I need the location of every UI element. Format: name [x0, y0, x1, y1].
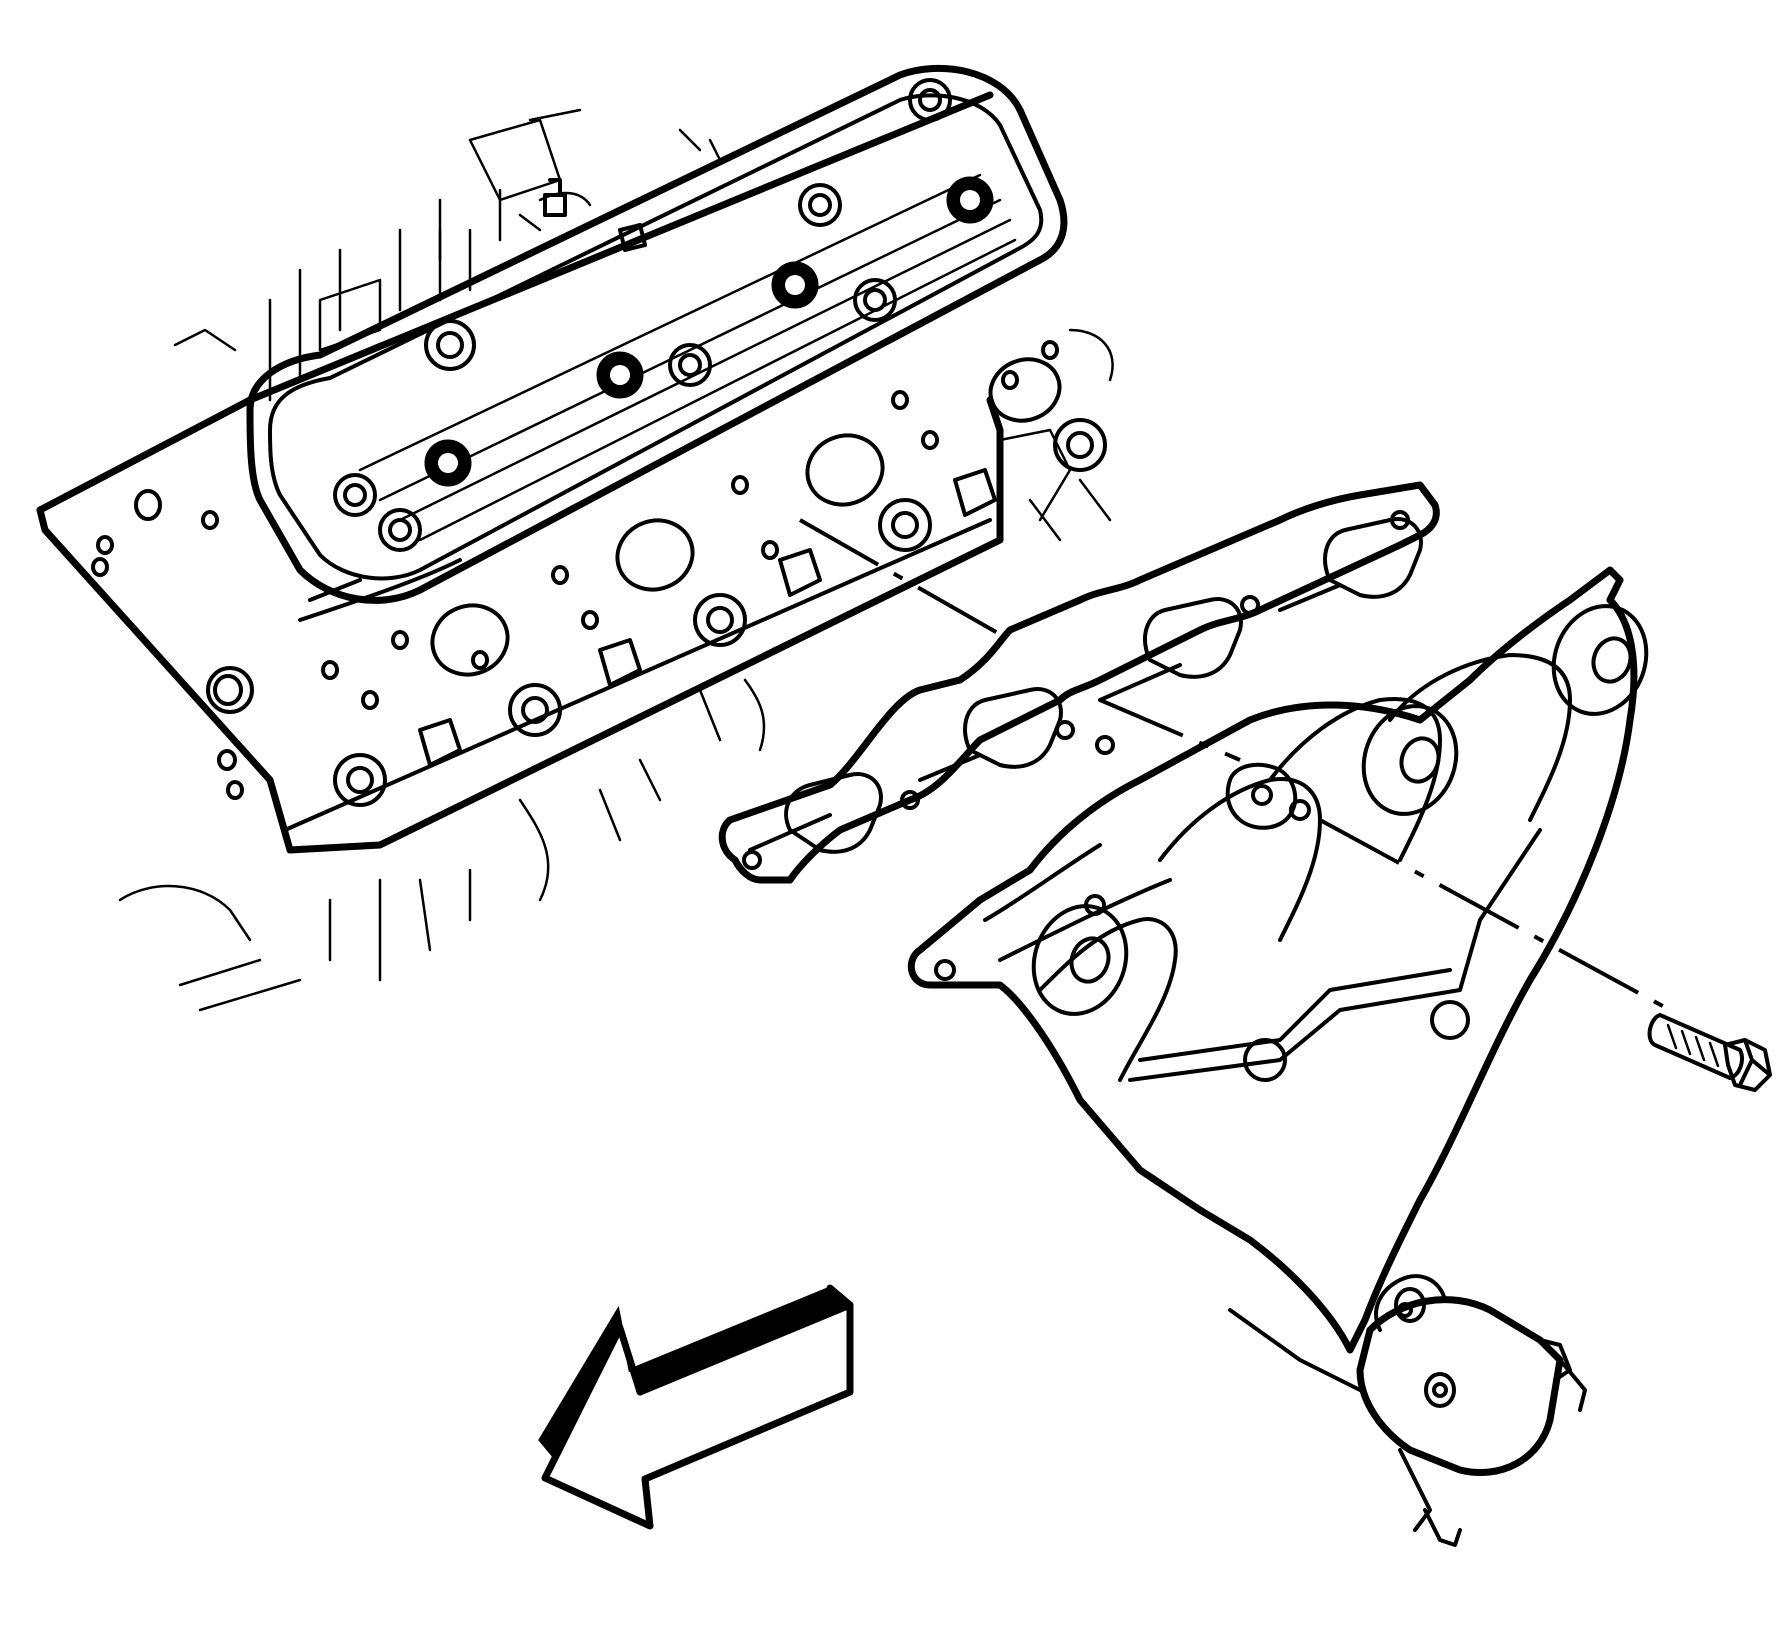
- exhaust-manifold: [907, 566, 1649, 1547]
- cylinder-head: [36, 91, 1107, 854]
- engine-block-detail: [118, 108, 1114, 1012]
- arrow-left-icon: [538, 1284, 854, 1530]
- head-bolt-icons: [333, 418, 1107, 807]
- valve-cover: [246, 64, 1068, 604]
- exhaust-manifold-gasket: [718, 481, 1440, 884]
- alignment-lines: [799, 518, 1671, 1012]
- manifold-bolt: [1647, 1013, 1772, 1092]
